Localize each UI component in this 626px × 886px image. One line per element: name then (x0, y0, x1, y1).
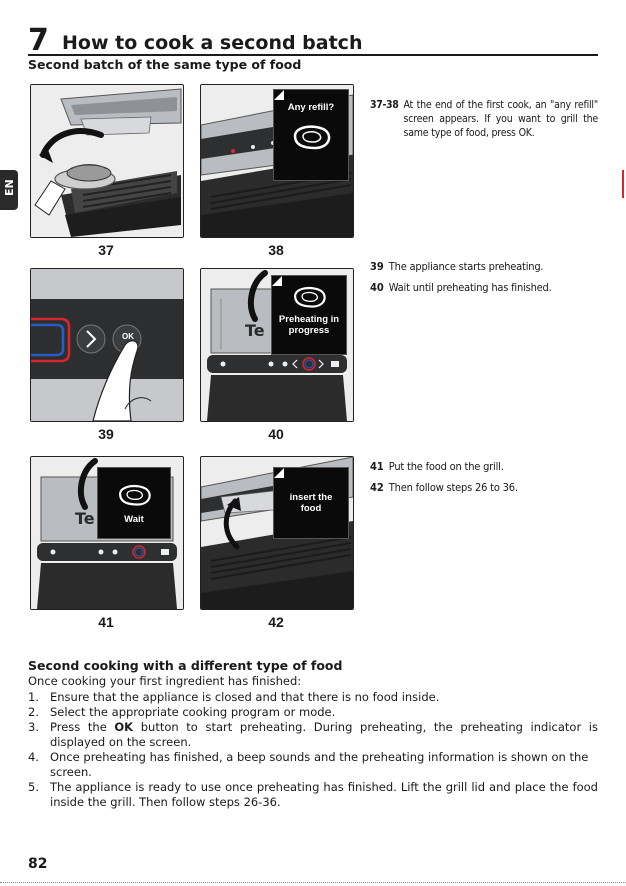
steak-icon (294, 286, 326, 308)
corner-arrow-icon (274, 468, 284, 478)
ok-keyword: OK (114, 720, 134, 734)
list-text: Select the appropriate cooking program o… (50, 705, 336, 719)
list-text: Once preheating has finished, a beep sou… (50, 750, 589, 779)
list-item: 1. Ensure that the appliance is closed a… (28, 690, 598, 705)
list-item: 4. Once preheating has finished, a beep … (28, 750, 598, 780)
figure-37 (30, 84, 184, 238)
edge-marker (622, 170, 624, 198)
section-title: How to cook a second batch (62, 32, 363, 54)
step-item: 40 Wait until preheating has finished. (370, 281, 598, 295)
brand-logo-fragment: Te (75, 509, 95, 528)
corner-arrow-icon (274, 90, 284, 100)
display-screen: Preheating in progress (271, 275, 347, 355)
step-text: Then follow steps 26 to 36. (388, 481, 518, 494)
step-text: The appliance starts preheating. (388, 260, 544, 273)
ok-button-label: OK (122, 332, 134, 341)
figure-number-41: 41 (98, 614, 114, 630)
list-item: 3. Press the OK button to start preheati… (28, 720, 598, 750)
step-number: 37-38 (370, 99, 399, 111)
section-number: 7 (28, 23, 49, 58)
steps-41-42: 41 Put the food on the grill. 42 Then fo… (370, 460, 598, 502)
screen-text: Preheating in progress (278, 314, 340, 336)
figure-39-illustration (31, 269, 183, 421)
list-number: 1. (28, 690, 39, 704)
screen-text: Any refill? (287, 102, 335, 113)
bottom-divider (0, 882, 626, 884)
list-text-pre: Press the (50, 720, 115, 734)
list-text-post: button to start preheating. During prehe… (50, 720, 598, 749)
list-text: Ensure that the appliance is closed and … (50, 690, 440, 704)
figure-number-39: 39 (98, 426, 114, 442)
step-text: At the end of the first cook, an "any re… (403, 99, 598, 139)
figure-number-38: 38 (268, 242, 284, 258)
title-rule (28, 54, 598, 56)
step-number: 39 (370, 260, 384, 273)
step-number: 40 (370, 281, 384, 294)
step-text: Put the food on the grill. (388, 460, 504, 473)
different-food-intro: Once cooking your first ingredient has f… (28, 674, 302, 688)
figure-40: Te Preheating in progress (200, 268, 354, 422)
steak-icon (293, 125, 331, 150)
display-screen: Wait (97, 467, 171, 539)
step-item: 41 Put the food on the grill. (370, 460, 598, 474)
figure-38: Any refill? (200, 84, 354, 238)
list-item: 5. The appliance is ready to use once pr… (28, 780, 598, 810)
list-text: Press the OK button to start preheating.… (50, 720, 598, 750)
screen-text: insert the food (289, 492, 333, 514)
list-text: The appliance is ready to use once prehe… (50, 780, 598, 809)
figure-number-42: 42 (268, 614, 284, 630)
figure-37-illustration (31, 85, 183, 237)
figure-42: insert the food (200, 456, 354, 610)
step-item: 42 Then follow steps 26 to 36. (370, 481, 598, 495)
brand-logo-fragment: Te (245, 321, 265, 340)
list-number: 5. (28, 780, 39, 794)
different-food-list: 1. Ensure that the appliance is closed a… (28, 690, 598, 810)
display-screen: insert the food (273, 467, 349, 539)
figure-number-40: 40 (268, 426, 284, 442)
page-number: 82 (28, 856, 48, 872)
list-number: 3. (28, 720, 39, 734)
subsection-heading: Second batch of the same type of food (28, 57, 302, 72)
steak-icon (119, 484, 151, 506)
language-label: EN (3, 179, 16, 196)
list-number: 2. (28, 705, 39, 719)
steps-37-38: 37-38 At the end of the first cook, an "… (370, 98, 598, 147)
language-tab: EN (0, 170, 18, 210)
figure-41: Te Wait (30, 456, 184, 610)
figure-number-37: 37 (98, 242, 114, 258)
corner-arrow-icon (272, 276, 282, 286)
steps-39-40: 39 The appliance starts preheating. 40 W… (370, 260, 598, 302)
different-food-heading: Second cooking with a different type of … (28, 658, 343, 673)
step-text: Wait until preheating has finished. (388, 281, 552, 294)
list-number: 4. (28, 750, 39, 764)
figure-39: OK (30, 268, 184, 422)
step-number: 41 (370, 460, 384, 473)
step-number: 42 (370, 481, 384, 494)
step-item: 39 The appliance starts preheating. (370, 260, 598, 274)
list-item: 2. Select the appropriate cooking progra… (28, 705, 598, 720)
display-screen: Any refill? (273, 89, 349, 181)
step-item: 37-38 At the end of the first cook, an "… (370, 98, 598, 140)
screen-text: Wait (124, 514, 144, 525)
